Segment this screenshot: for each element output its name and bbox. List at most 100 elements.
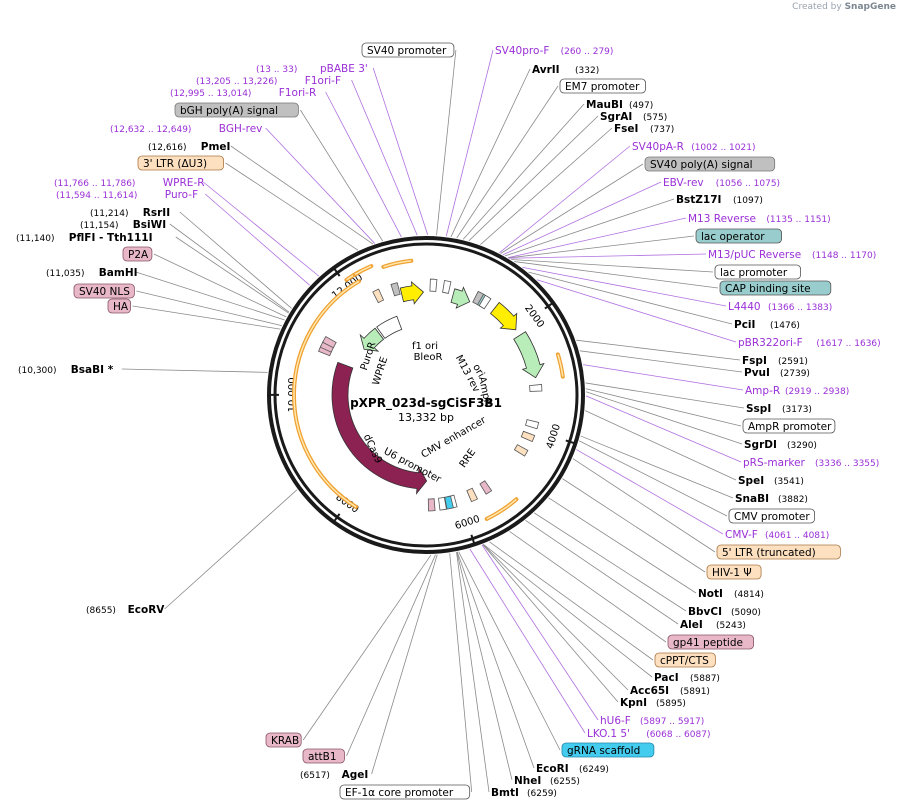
feature-arrows bbox=[318, 278, 545, 512]
leader-line bbox=[502, 181, 662, 256]
leader-line bbox=[489, 541, 654, 661]
leader-line bbox=[562, 478, 706, 573]
label-text: SV40 NLS bbox=[79, 286, 130, 298]
label-position: (5895) bbox=[656, 699, 686, 709]
label-primer-hu6-f: hU6-F (5897 .. 5917) bbox=[600, 715, 704, 727]
leader-line bbox=[572, 458, 716, 553]
label-text: CMV promoter bbox=[734, 511, 810, 523]
leader-line bbox=[579, 350, 743, 373]
label-text: BsaBI * bbox=[71, 364, 114, 376]
label-position: (3882) bbox=[778, 495, 808, 505]
label-text: P2A bbox=[128, 249, 149, 261]
label-box bbox=[122, 246, 153, 262]
leader-line bbox=[482, 544, 619, 703]
label-box bbox=[644, 156, 776, 172]
label-text: HA bbox=[113, 301, 129, 313]
label-primer-puro-f: (11,594 .. 11,614)Puro-F bbox=[56, 189, 198, 201]
label-position: (11,214) bbox=[90, 209, 129, 219]
label-primer-sv40pro-f: SV40pro-F(260 .. 279) bbox=[495, 45, 613, 57]
leader-line bbox=[265, 127, 376, 244]
label-text: PvuI bbox=[744, 367, 770, 379]
label-position: (4814) bbox=[734, 590, 764, 600]
backbone-inner-strand bbox=[273, 242, 579, 548]
leader-line bbox=[456, 552, 490, 793]
label-site-bbvci: BbvCI(5090) bbox=[688, 606, 761, 618]
label-site-bmti: BmtI(6259) bbox=[491, 787, 557, 799]
label-text: EcoRI bbox=[536, 763, 569, 775]
label-text: SV40 promoter bbox=[367, 45, 447, 57]
label-box-attb1: attB1 bbox=[302, 748, 345, 764]
feature-box bbox=[478, 294, 492, 310]
label-text: 3' LTR (ΔU3) bbox=[143, 158, 207, 170]
leader-line bbox=[499, 145, 631, 254]
leader-line bbox=[481, 544, 599, 721]
label-box bbox=[714, 264, 801, 280]
feature-ori-arrow bbox=[489, 301, 518, 331]
label-text: FseI bbox=[614, 123, 638, 135]
leader-line bbox=[500, 163, 644, 254]
leader-line bbox=[480, 127, 613, 245]
label-text: Amp-R bbox=[745, 385, 780, 397]
label-text: SgrDI bbox=[744, 439, 777, 451]
leader-line bbox=[468, 115, 599, 242]
leader-line bbox=[514, 261, 719, 289]
label-text: KpnI bbox=[620, 697, 647, 709]
label-text: PacI bbox=[654, 672, 679, 684]
label-box-5-ltr-truncated-: 5' LTR (truncated) bbox=[716, 544, 841, 560]
leader-line bbox=[579, 440, 728, 517]
label-site-acc65i: Acc65I(5891) bbox=[630, 685, 710, 697]
label-text: BsiWI bbox=[133, 219, 166, 231]
label-text: attB1 bbox=[308, 751, 337, 763]
feature-box bbox=[520, 430, 536, 443]
watermark-brand: SnapGene bbox=[844, 2, 896, 12]
feature-ampr-arrow bbox=[513, 331, 545, 379]
leader-line bbox=[585, 382, 745, 409]
label-text: SgrAI bbox=[600, 111, 632, 123]
label-site-paci: PacI(5887) bbox=[654, 672, 720, 684]
feature-box bbox=[444, 495, 454, 510]
label-box-ha: HA bbox=[107, 298, 132, 314]
feature-box bbox=[466, 487, 479, 503]
label-text: BmtI bbox=[491, 787, 519, 799]
leader-line bbox=[580, 435, 734, 499]
label-text: M13 Reverse bbox=[688, 213, 756, 225]
label-box bbox=[302, 748, 345, 764]
label-box-cppt-cts: cPPT/CTS bbox=[654, 652, 716, 668]
label-text: LKO.1 5' bbox=[587, 728, 630, 740]
leader-line bbox=[371, 554, 438, 775]
feature-box bbox=[524, 419, 540, 430]
label-position: (6249) bbox=[579, 765, 609, 775]
label-position: (1366 .. 1383) bbox=[768, 303, 832, 313]
label-site-bsabi-: (10,300)BsaBI * bbox=[18, 364, 114, 376]
tick-label: 4000 bbox=[545, 423, 563, 451]
leader-line bbox=[509, 253, 707, 259]
label-site-nhei: NheI (6255) bbox=[514, 775, 580, 787]
label-box bbox=[728, 508, 815, 524]
label-site-bsiwi: (11,154)BsiWI bbox=[80, 219, 166, 231]
label-site-kpni: KpnI (5895) bbox=[620, 697, 686, 709]
label-site-fspi: FspI(2591) bbox=[742, 355, 808, 367]
label-text: AvrII bbox=[532, 64, 560, 76]
leader-line bbox=[300, 109, 384, 242]
backbone-outer-strand bbox=[267, 236, 585, 554]
label-text: cPPT/CTS bbox=[660, 655, 709, 667]
label-text: MauBI bbox=[586, 99, 623, 111]
label-box bbox=[716, 544, 841, 560]
primer-arc-core bbox=[486, 498, 517, 520]
label-box bbox=[719, 280, 832, 296]
label-text: hU6-F bbox=[600, 715, 631, 727]
label-position: (5897 .. 5917) bbox=[640, 717, 704, 727]
label-text: gp41 peptide bbox=[673, 637, 743, 649]
leader-line bbox=[372, 67, 429, 236]
label-text: NheI bbox=[514, 775, 541, 787]
label-text: pRS-marker bbox=[743, 457, 806, 469]
label-text: Acc65I bbox=[630, 685, 669, 697]
label-box-ef-1-core-promoter: EF-1α core promoter bbox=[339, 784, 471, 800]
label-position: (260 .. 279) bbox=[561, 47, 614, 57]
feature-label: BleoR bbox=[414, 352, 443, 363]
label-position: (6255) bbox=[550, 777, 580, 787]
tick-mark bbox=[544, 302, 553, 310]
label-position: (11,035) bbox=[46, 269, 85, 279]
